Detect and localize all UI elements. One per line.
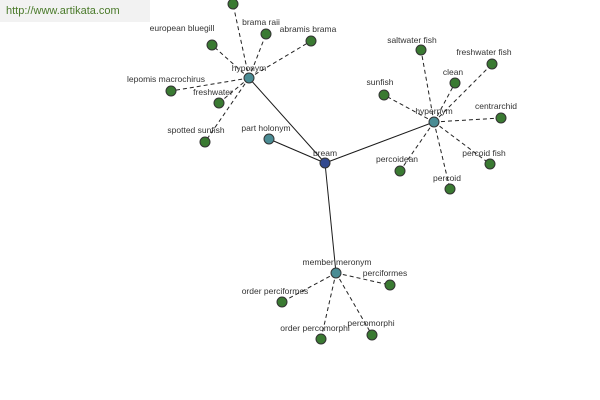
leaf-node-percoidean[interactable] bbox=[394, 165, 406, 177]
node-label-order-percomorphi: order percomorphi bbox=[280, 323, 350, 333]
node-label-hyponym: hyponym bbox=[232, 63, 267, 73]
node-label-centrarchid: centrarchid bbox=[475, 101, 517, 111]
edge-hypernym-clean bbox=[433, 82, 456, 123]
root-node-bream[interactable] bbox=[319, 157, 331, 169]
leaf-node-lepomis-macrochirus[interactable] bbox=[165, 85, 177, 97]
node-label-hypernym: hypernym bbox=[415, 106, 452, 116]
leaf-node-percoid[interactable] bbox=[444, 183, 456, 195]
edge-hyponym-spotted-sunfish bbox=[204, 77, 250, 143]
node-label-perciformes: perciformes bbox=[363, 268, 407, 278]
node-label-sunfish: sunfish bbox=[367, 77, 394, 87]
leaf-node-saltwater-fish[interactable] bbox=[415, 44, 427, 56]
edge-member-meronym-order-perciformes bbox=[281, 272, 337, 303]
hub-node-member-meronym[interactable] bbox=[330, 267, 342, 279]
node-label-member-meronym: member meronym bbox=[303, 257, 372, 267]
leaf-node-abramis-brama[interactable] bbox=[305, 35, 317, 47]
edge-hyponym-lepomis-macrochirus bbox=[170, 77, 250, 92]
leaf-node-freshwater-fish[interactable] bbox=[486, 58, 498, 70]
edge-hyponym-brama-raii bbox=[248, 33, 267, 79]
node-label-bream: bream bbox=[313, 148, 337, 158]
leaf-node-order-perciformes[interactable] bbox=[276, 296, 288, 308]
edge-member-meronym-percomorphi bbox=[335, 272, 373, 336]
node-label-percoid-fish: percoid fish bbox=[462, 148, 506, 158]
edge-hypernym-percoid bbox=[433, 121, 451, 190]
node-label-percoid: percoid bbox=[433, 173, 461, 183]
leaf-node-european-bluegill[interactable] bbox=[206, 39, 218, 51]
node-label-part-holonym: part holonym bbox=[241, 123, 290, 133]
leaf-node-order-percomorphi[interactable] bbox=[315, 333, 327, 345]
edge-hypernym-percoidean bbox=[399, 121, 435, 172]
leaf-node-brama-top[interactable] bbox=[227, 0, 239, 10]
edge-root-hyponym bbox=[248, 77, 326, 164]
edge-hypernym-percoid-fish bbox=[433, 121, 491, 165]
node-label-percomorphi: percomorphi bbox=[347, 318, 394, 328]
node-label-saltwater-fish: saltwater fish bbox=[387, 35, 437, 45]
hub-node-hyponym[interactable] bbox=[243, 72, 255, 84]
edge-hypernym-saltwater-fish bbox=[420, 49, 435, 123]
edge-root-member-meronym bbox=[324, 162, 337, 274]
leaf-node-sunfish[interactable] bbox=[378, 89, 390, 101]
edge-root-part-holonym bbox=[268, 138, 326, 164]
leaf-node-freshwater-a[interactable] bbox=[213, 97, 225, 109]
node-label-spotted-sunfish: spotted sunfish bbox=[167, 125, 224, 135]
leaf-node-perciformes[interactable] bbox=[384, 279, 396, 291]
node-label-order-perciformes: order perciformes bbox=[242, 286, 309, 296]
leaf-node-centrarchid[interactable] bbox=[495, 112, 507, 124]
hub-node-hypernym[interactable] bbox=[428, 116, 440, 128]
leaf-node-percomorphi[interactable] bbox=[366, 329, 378, 341]
node-label-european-bluegill: european bluegill bbox=[150, 23, 215, 33]
edge-hypernym-centrarchid bbox=[433, 117, 502, 123]
edge-hyponym-european-bluegill bbox=[211, 44, 250, 79]
edge-hyponym-brama-top bbox=[232, 3, 250, 79]
edge-hyponym-abramis-brama bbox=[248, 40, 312, 79]
node-label-brama-raii: brama raii bbox=[242, 17, 280, 27]
edge-member-meronym-perciformes bbox=[335, 272, 391, 286]
node-label-freshwater-fish: freshwater fish bbox=[456, 47, 512, 57]
leaf-node-brama-raii[interactable] bbox=[260, 28, 272, 40]
node-label-percoidean: percoidean bbox=[376, 154, 418, 164]
node-label-clean: clean bbox=[443, 67, 464, 77]
node-label-lepomis-macrochirus: lepomis macrochirus bbox=[127, 74, 205, 84]
leaf-node-clean[interactable] bbox=[449, 77, 461, 89]
leaf-node-percoid-fish[interactable] bbox=[484, 158, 496, 170]
node-label-freshwater-a: freshwater bbox=[193, 87, 233, 97]
watermark-url: http://www.artikata.com bbox=[0, 0, 150, 22]
hub-node-part-holonym[interactable] bbox=[263, 133, 275, 145]
node-label-abramis-brama: abramis brama bbox=[280, 24, 337, 34]
edge-hypernym-sunfish bbox=[383, 94, 435, 123]
leaf-node-spotted-sunfish[interactable] bbox=[199, 136, 211, 148]
edge-member-meronym-order-percomorphi bbox=[320, 272, 337, 340]
edge-root-hypernym bbox=[324, 121, 435, 164]
